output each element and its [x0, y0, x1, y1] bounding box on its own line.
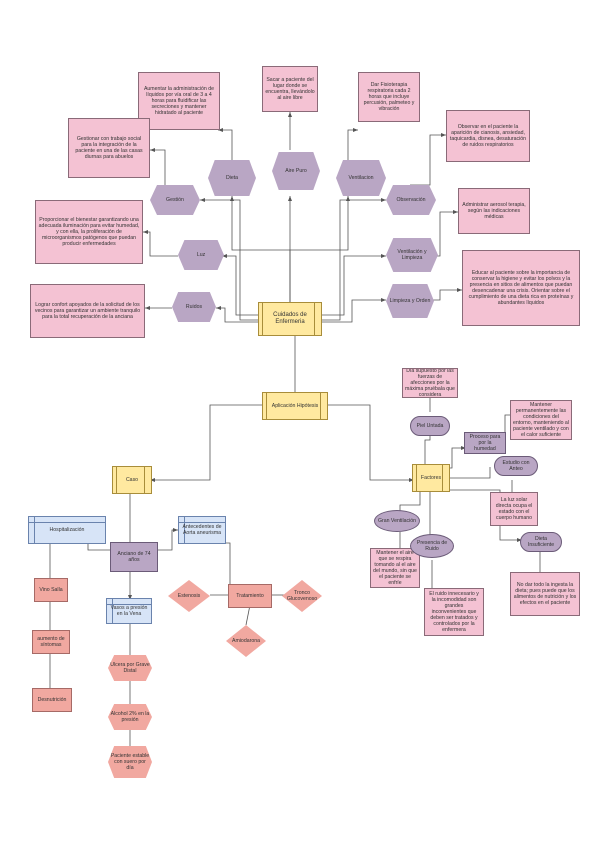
hex-ruidos-label: Ruidos [185, 303, 203, 310]
node-estudio-anteo-label: Estudio con Anteo [502, 459, 530, 472]
note-dia-supuesto-text: Día supuesto por las fuerzas de afeccion… [405, 368, 455, 398]
hex-limpieza-orden-label: Limpieza y Orden [389, 297, 431, 304]
note-ruido-innecesario: El ruido innecesario y la incomodidad so… [424, 588, 484, 636]
node-aplicacion-label: Aplicación Hipótesis [271, 402, 319, 409]
hex-dieta: Dieta [208, 160, 256, 196]
node-proceso-humedad-label: Proceso para por la humedad [469, 433, 501, 453]
hex-dieta-label: Dieta [225, 174, 239, 181]
hex-aire-puro-label: Aire Puro [285, 167, 307, 174]
node-gran-ventilacion: Gran Ventilación [374, 510, 420, 532]
node-anciano-label: Anciano de 74 años [117, 550, 151, 563]
note-lograr-text: Lograr confort apoyados de la solicitud … [34, 301, 141, 321]
note-mantener: Mantener permanentemente las condiciones… [510, 400, 572, 440]
note-ancho-llanto-text: La luz solar directa ocupa el estado con… [495, 496, 533, 522]
node-dieta-insuficiente-label: Dieta Insuficiente [527, 535, 555, 548]
node-factores: Factores [412, 464, 450, 492]
node-caso: Caso [112, 466, 152, 494]
note-proporcionar: Proporcionar el bienestar garantizando u… [35, 200, 143, 264]
note-no-dar-todo-text: No dar todo la ingesta la dieta; pues pu… [513, 581, 577, 607]
note-fisioterapia-text: Dar Fisioterapia respiratoria cada 2 hor… [363, 81, 415, 113]
note-educar-text: Educar al paciente sobre la importancia … [468, 269, 574, 307]
node-proceso-humedad: Proceso para por la humedad [464, 432, 506, 454]
node-paciente-estable-label: Paciente estable con suero por día [110, 752, 150, 772]
hex-limpieza-orden: Limpieza y Orden [386, 284, 434, 318]
hex-gestion-label: Gestión [166, 196, 184, 203]
node-ulcera: Ulcera por Grave Distal [108, 655, 152, 681]
node-estudio-anteo: Estudio con Anteo [494, 456, 538, 476]
hex-ruidos: Ruidos [172, 292, 216, 322]
note-mantener-aire: Mantener el aire que se respira tomando … [370, 548, 420, 588]
hex-aire-puro: Aire Puro [272, 152, 320, 190]
node-desnutricion-label: Desnutrición [37, 696, 67, 703]
node-estenosis-label: Estenosis [177, 592, 201, 599]
hex-luz: Luz [178, 240, 224, 270]
node-presencia-ruido-label: Presencia de Ruido [416, 539, 448, 552]
node-vasos: Vasos a presión en la Vena [106, 598, 152, 624]
node-vasos-label: Vasos a presión en la Vena [110, 604, 148, 617]
hex-observacion: Observación [386, 185, 436, 215]
node-piel-untada: Piel Untada [410, 416, 450, 436]
node-aumento: aumento de síntomas [32, 630, 70, 654]
note-ruido-innecesario-text: El ruido innecesario y la incomodidad so… [429, 590, 479, 634]
node-gran-ventilacion-label: Gran Ventilación [377, 517, 417, 524]
node-piel-untada-label: Piel Untada [416, 422, 444, 429]
node-amiodarona-label: Amiodarona [232, 637, 260, 644]
note-gestionar: Gestionar con trabajo social para la int… [68, 118, 150, 178]
note-aumentar: Aumentar la administración de líquidos p… [138, 72, 220, 130]
node-aplicacion: Aplicación Hipótesis [262, 392, 328, 420]
node-paciente-estable: Paciente estable con suero por día [108, 746, 152, 778]
note-lograr: Lograr confort apoyados de la solicitud … [30, 284, 145, 338]
note-observar-text: Observar en el paciente la aparición de … [449, 123, 527, 149]
hex-observacion-label: Observación [396, 196, 426, 203]
node-anciano: Anciano de 74 años [110, 542, 158, 572]
note-aumentar-text: Aumentar la administración de líquidos p… [143, 85, 215, 117]
node-presencia-ruido: Presencia de Ruido [410, 534, 454, 558]
hex-ventilacion-label: Ventilacion [348, 174, 374, 181]
node-tratamiento: Tratamiento [228, 584, 272, 608]
note-no-dar-todo: No dar todo la ingesta la dieta; pues pu… [510, 572, 580, 616]
node-factores-label: Factores [420, 474, 442, 481]
note-gestionar-text: Gestionar con trabajo social para la int… [75, 135, 143, 161]
node-dieta-insuficiente: Dieta Insuficiente [520, 532, 562, 552]
hex-ventilacion: Ventilacion [336, 160, 386, 196]
node-ulcera-label: Ulcera por Grave Distal [110, 661, 150, 674]
node-tratamiento-label: Tratamiento [236, 592, 264, 599]
note-educar: Educar al paciente sobre la importancia … [462, 250, 580, 326]
node-hospitalizacion: Hospitalización [28, 516, 106, 544]
node-tronco-label: Tronco Glucovenoso [286, 589, 318, 602]
hex-gestion: Gestión [150, 185, 200, 215]
node-antecedentes-label: Antecedentes de Aorta aneurisma [182, 523, 222, 536]
note-fisioterapia: Dar Fisioterapia respiratoria cada 2 hor… [358, 72, 420, 122]
note-proporcionar-text: Proporcionar el bienestar garantizando u… [38, 216, 140, 248]
note-sacar: Sacar a paciente del lugar donde se encu… [262, 66, 318, 112]
node-alcohol-label: Alcohol 2% en la presión [110, 710, 150, 723]
node-desnutricion: Desnutrición [32, 688, 72, 712]
hex-luz-label: Luz [196, 251, 206, 258]
node-aumento-label: aumento de síntomas [37, 635, 65, 648]
node-caso-label: Caso [125, 476, 139, 483]
note-observar: Observar en el paciente la aparición de … [446, 110, 530, 162]
center-cuidados: Cuidados de Enfermeria [258, 302, 322, 336]
note-sacar-text: Sacar a paciente del lugar donde se encu… [265, 76, 315, 102]
note-administrar-text: Administrar aerosol terapia, según las i… [462, 201, 526, 221]
hex-ventilacion-limpieza: Ventilación y Limpieza [386, 238, 438, 272]
node-vino-sala-label: Vino Salla [39, 586, 63, 593]
note-dia-supuesto: Día supuesto por las fuerzas de afeccion… [402, 368, 458, 398]
hex-ventilacion-limpieza-label: Ventilación y Limpieza [397, 248, 427, 261]
note-ancho-llanto: La luz solar directa ocupa el estado con… [490, 492, 538, 526]
note-administrar: Administrar aerosol terapia, según las i… [458, 188, 530, 234]
note-mantener-text: Mantener permanentemente las condiciones… [513, 401, 569, 439]
node-alcohol: Alcohol 2% en la presión [108, 704, 152, 730]
node-antecedentes: Antecedentes de Aorta aneurisma [178, 516, 226, 544]
node-hospitalizacion-label: Hospitalización [49, 526, 85, 533]
node-vino-sala: Vino Salla [34, 578, 68, 602]
note-mantener-aire-text: Mantener el aire que se respira tomando … [373, 549, 417, 587]
center-cuidados-label: Cuidados de Enfermeria [273, 311, 307, 325]
